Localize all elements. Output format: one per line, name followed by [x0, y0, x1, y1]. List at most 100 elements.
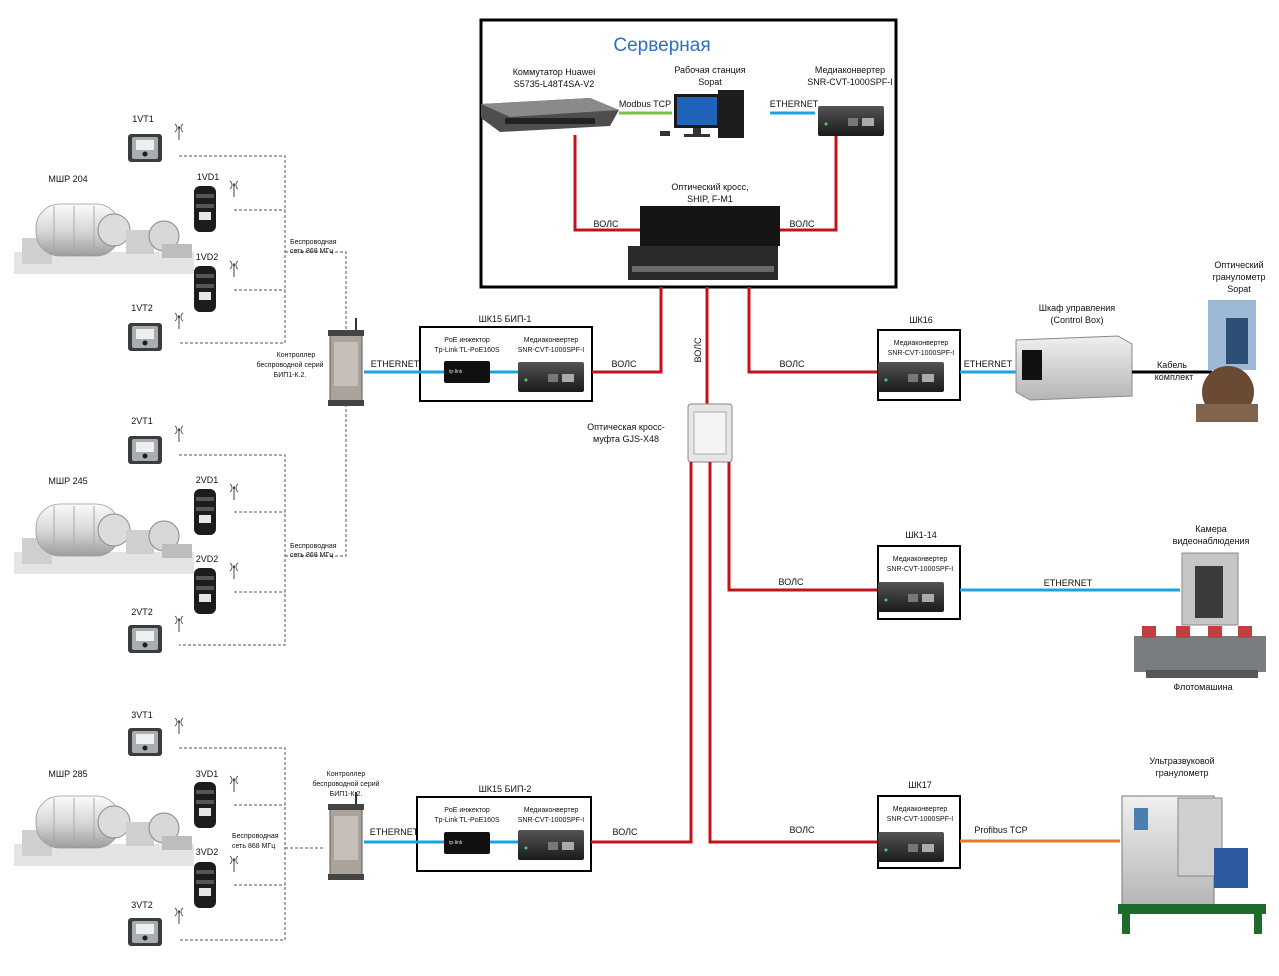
cable-line2: комплект [1155, 372, 1194, 382]
switch-label-line2: S5735-L48T4SA-V2 [514, 79, 595, 89]
sh16-vols-label: ВОЛС [779, 359, 805, 369]
group1-net-line2: сеть 868 МГц [290, 248, 333, 255]
bip1-vols-label: ВОЛС [611, 359, 637, 369]
mill-245-image [13, 503, 195, 575]
sensor-3vt2-label: 3VT2 [131, 900, 153, 910]
sensor-1vd1-icon [194, 186, 216, 232]
splice-label-line1: Оптическая кросс- [587, 422, 665, 432]
sopat-line1: Оптический [1214, 260, 1263, 270]
flotation-label: Флотомашина [1173, 682, 1232, 692]
bip1-ethernet-label: ETHERNET [371, 359, 420, 369]
control-box-icon [1015, 335, 1133, 401]
cab16-media-converter-icon [878, 362, 944, 392]
cab17-media-converter-icon [878, 832, 944, 862]
cab-bip1-poe-line1: PoE инжектор [444, 337, 490, 344]
server-media-converter-icon [818, 106, 884, 136]
sh17-vols-label: ВОЛС [789, 825, 815, 835]
controller-2-line2: беспроводной серий [312, 780, 379, 788]
cab1-14-title: ШК1-14 [905, 530, 937, 540]
camera-line2: видеонаблюдения [1173, 536, 1250, 546]
vols-mc-cross [780, 136, 838, 232]
splice-box-icon [687, 403, 733, 463]
sensor-3vd1-label: 3VD1 [196, 769, 219, 779]
cab1-14-mc-line1: Медиаконвертер [893, 556, 948, 563]
controller-1-line1: Контроллер [277, 352, 316, 359]
sopat-granulometer-icon [1196, 300, 1258, 422]
modbus-label: Modbus TCP [619, 99, 671, 109]
mill-204-label: МШР 204 [48, 174, 87, 184]
server-ethernet-label: ETHERNET [770, 99, 819, 109]
cab-bip1-mc-line1: Медиаконвертер [524, 337, 579, 344]
profibus-label: Profibus TCP [974, 825, 1027, 835]
cab-bip1-title: ШК15 БИП-1 [479, 314, 532, 324]
wireless-links-group1 [179, 155, 347, 344]
cab16-ethernet-label: ETHERNET [964, 359, 1013, 369]
cab-bip2-media-converter-icon [518, 830, 584, 860]
antenna-icon [174, 907, 184, 925]
workstation-icon [660, 90, 744, 138]
antenna-icon [174, 312, 184, 330]
bip2-ethernet-label: ETHERNET [370, 827, 419, 837]
antenna-icon [229, 180, 239, 198]
sensor-1vt1-label: 1VT1 [132, 114, 154, 124]
cable-line1: Кабель [1157, 360, 1187, 370]
huawei-switch-icon [481, 98, 619, 132]
sensor-3vd2-label: 3VD2 [196, 847, 219, 857]
sensor-2vt1-label: 2VT1 [131, 416, 153, 426]
flotation-machine-icon [1134, 626, 1266, 678]
cab16-title: ШК16 [909, 315, 933, 325]
antenna-icon [229, 483, 239, 501]
sensor-1vd2-icon [194, 266, 216, 312]
cross-label-line2: SHIP, F-M1 [687, 194, 733, 204]
mill-285-label: МШР 285 [48, 769, 87, 779]
group3-net-line2: сеть 868 МГц [232, 843, 275, 850]
antenna-icon [229, 260, 239, 278]
sensor-1vd1-label: 1VD1 [197, 172, 220, 182]
cab1-14-media-converter-icon [878, 582, 944, 612]
cab-bip1-media-converter-icon [518, 362, 584, 392]
sensor-2vt1-icon [128, 436, 162, 464]
cab-bip2-title: ШК15 БИП-2 [479, 784, 532, 794]
camera-line1: Камера [1195, 524, 1226, 534]
sensor-1vt1-icon [128, 134, 162, 162]
cab16-mc-line2: SNR-CVT-1000SPF-I [888, 350, 955, 357]
cab1-14-ethernet-label: ETHERNET [1044, 578, 1093, 588]
group2-net-line1: Беспроводная [290, 543, 337, 550]
antenna-icon [229, 775, 239, 793]
ultrasonic-granulometer-icon [1118, 795, 1266, 934]
cab-bip2-mc-line2: SNR-CVT-1000SPF-I [518, 817, 585, 824]
vols-splice-sh17 [708, 462, 878, 844]
controller-1-icon [327, 317, 365, 407]
sensor-2vt2-label: 2VT2 [131, 607, 153, 617]
cab1-14-mc-line2: SNR-CVT-1000SPF-I [887, 566, 954, 573]
ultrasonic-line2: гранулометр [1156, 768, 1209, 778]
switch-label-line1: Коммутатор Huawei [513, 67, 596, 77]
mill-204-image [13, 203, 195, 275]
camera-icon [1181, 552, 1239, 626]
splice-label-line2: муфта GJS-X48 [593, 434, 659, 444]
controller-2-line3: БИП1-К.2. [330, 791, 363, 798]
cross-label-line1: Оптический кросс, [671, 182, 748, 192]
poe-injector-icon [444, 832, 490, 854]
cab17-title: ШК17 [908, 780, 932, 790]
workstation-label-line2: Sopat [698, 77, 722, 87]
cab16-mc-line1: Медиаконвертер [894, 340, 949, 347]
sh1-14-vols-label: ВОЛС [778, 577, 804, 587]
server-vols-left: ВОЛС [593, 219, 619, 229]
cab-bip1-mc-line2: SNR-CVT-1000SPF-I [518, 347, 585, 354]
sensor-2vd1-label: 2VD1 [196, 475, 219, 485]
vols-splice-sh1-14 [727, 462, 878, 592]
server-mc-label-line1: Медиаконвертер [815, 65, 885, 75]
workstation-label-line1: Рабочая станция [674, 65, 745, 75]
sensor-2vd2-icon [194, 568, 216, 614]
vols-cross-sh16 [747, 287, 878, 374]
control-box-line2: (Control Box) [1050, 315, 1103, 325]
sensor-1vt2-label: 1VT2 [131, 303, 153, 313]
antenna-icon [174, 123, 184, 141]
sopat-line2: гранулометр [1213, 272, 1266, 282]
vols-switch-cross [573, 135, 640, 232]
optical-cross-icon [628, 206, 780, 280]
mill-285-image [13, 795, 195, 867]
controller-1-line2: беспроводной серий [256, 361, 323, 369]
